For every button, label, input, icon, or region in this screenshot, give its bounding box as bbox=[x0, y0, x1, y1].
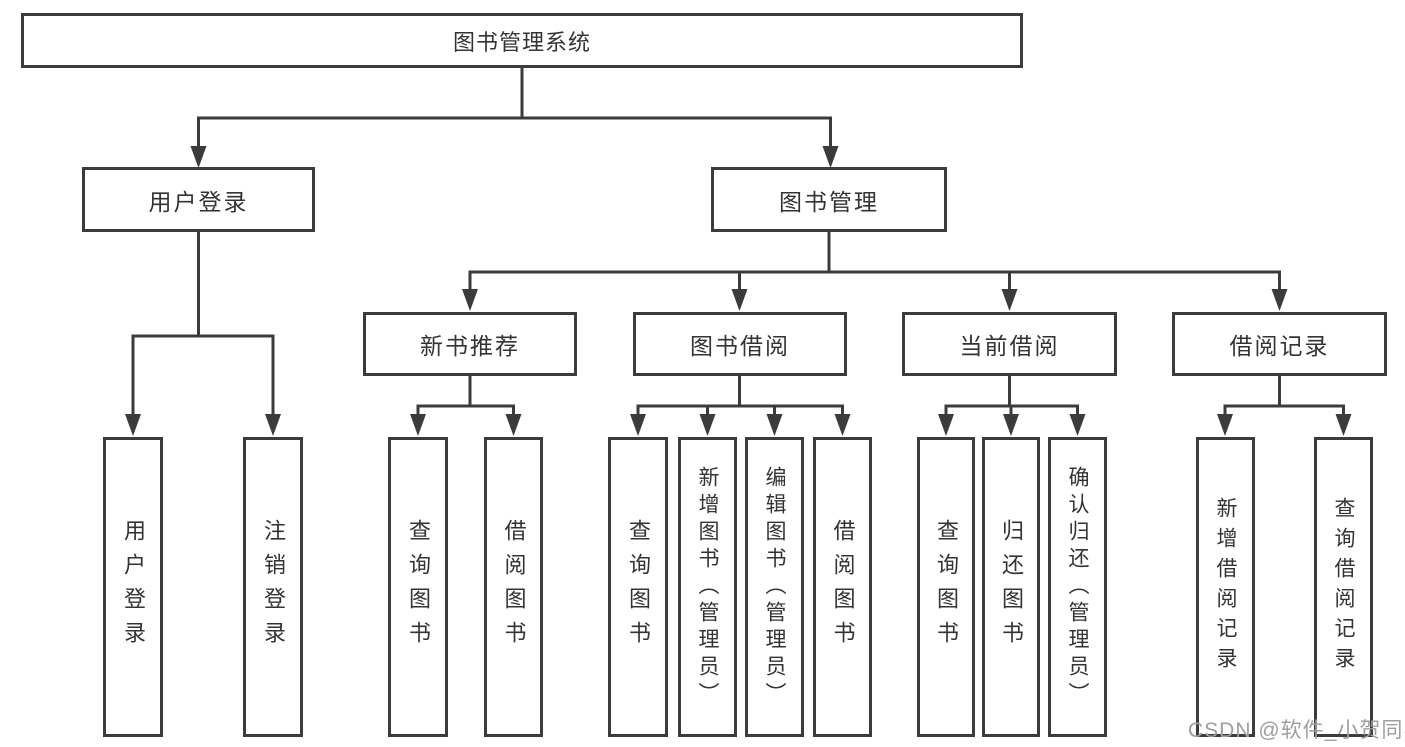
leaf-edit-books-admin: 编辑图书（管理员） bbox=[745, 437, 804, 737]
node-current-borrow: 当前借阅 bbox=[902, 312, 1117, 376]
leaf-query-books-recommend-label: 查询图书 bbox=[406, 519, 431, 655]
node-borrow-records-label: 借阅记录 bbox=[1229, 333, 1330, 359]
leaf-borrow-books-recommend: 借阅图书 bbox=[484, 437, 543, 737]
leaf-add-books-admin-label: 新增图书（管理员） bbox=[696, 465, 719, 709]
leaf-user-login-label: 用户登录 bbox=[121, 519, 146, 655]
leaf-query-books-borrow: 查询图书 bbox=[608, 437, 668, 737]
leaf-borrow-books-label: 借阅图书 bbox=[830, 519, 856, 655]
edge-borrowrecords-to-children bbox=[1223, 374, 1345, 418]
leaf-query-books-borrow-label: 查询图书 bbox=[626, 519, 651, 655]
leaf-query-books-current: 查询图书 bbox=[917, 437, 975, 737]
leaf-confirm-return-admin-label: 确认归还（管理员） bbox=[1066, 465, 1089, 709]
node-root-system-label: 图书管理系统 bbox=[452, 29, 591, 55]
node-borrow-records: 借阅记录 bbox=[1172, 312, 1387, 376]
leaf-return-books-label: 归还图书 bbox=[999, 519, 1024, 655]
leaf-add-books-admin: 新增图书（管理员） bbox=[678, 437, 737, 737]
leaf-return-books: 归还图书 bbox=[982, 437, 1040, 737]
node-book-management: 图书管理 bbox=[711, 167, 947, 232]
node-user-login: 用户登录 bbox=[82, 167, 315, 232]
node-root-system: 图书管理系统 bbox=[21, 13, 1023, 68]
arrowheads-level3 bbox=[462, 289, 1288, 311]
leaf-logout-label: 注销登录 bbox=[261, 519, 286, 655]
leaf-borrow-books: 借阅图书 bbox=[813, 437, 872, 737]
leaf-query-borrow-record-label: 查询借阅记录 bbox=[1332, 497, 1355, 677]
node-book-management-label: 图书管理 bbox=[779, 188, 879, 215]
edge-login-to-children bbox=[131, 231, 275, 416]
node-user-login-label: 用户登录 bbox=[148, 188, 249, 215]
arrowheads-borrowrecords-children bbox=[1217, 414, 1352, 436]
leaf-query-books-recommend: 查询图书 bbox=[388, 437, 448, 737]
edge-bookborrow-to-children bbox=[636, 374, 844, 418]
leaf-add-borrow-record-label: 新增借阅记录 bbox=[1214, 497, 1237, 677]
node-new-book-recommend: 新书推荐 bbox=[363, 312, 577, 376]
watermark-text: CSDN @软件_小贺同学 bbox=[1188, 719, 1405, 742]
arrowheads-level2 bbox=[190, 146, 839, 168]
leaf-borrow-books-recommend-label: 借阅图书 bbox=[501, 519, 527, 655]
arrowheads-login-children bbox=[125, 414, 281, 436]
node-book-borrow-label: 图书借阅 bbox=[690, 333, 790, 359]
arrowheads-bookborrow-children bbox=[630, 414, 851, 436]
arrowheads-currentborrow-children bbox=[938, 414, 1086, 436]
leaf-confirm-return-admin: 确认归还（管理员） bbox=[1048, 437, 1107, 737]
edge-management-to-level3 bbox=[468, 231, 1281, 294]
node-book-borrow: 图书借阅 bbox=[633, 312, 847, 376]
leaf-add-borrow-record: 新增借阅记录 bbox=[1196, 437, 1255, 737]
edge-currentborrow-to-children bbox=[944, 374, 1079, 418]
leaf-query-borrow-record: 查询借阅记录 bbox=[1314, 437, 1373, 737]
edge-newbooks-to-children bbox=[416, 374, 515, 418]
node-current-borrow-label: 当前借阅 bbox=[959, 333, 1060, 359]
node-new-book-recommend-label: 新书推荐 bbox=[420, 333, 520, 359]
leaf-logout: 注销登录 bbox=[243, 437, 303, 737]
edge-root-to-level2 bbox=[197, 68, 832, 150]
leaf-user-login: 用户登录 bbox=[103, 437, 163, 737]
arrowheads-newbooks-children bbox=[410, 414, 522, 436]
leaf-query-books-current-label: 查询图书 bbox=[934, 519, 959, 655]
leaf-edit-books-admin-label: 编辑图书（管理员） bbox=[763, 465, 786, 709]
